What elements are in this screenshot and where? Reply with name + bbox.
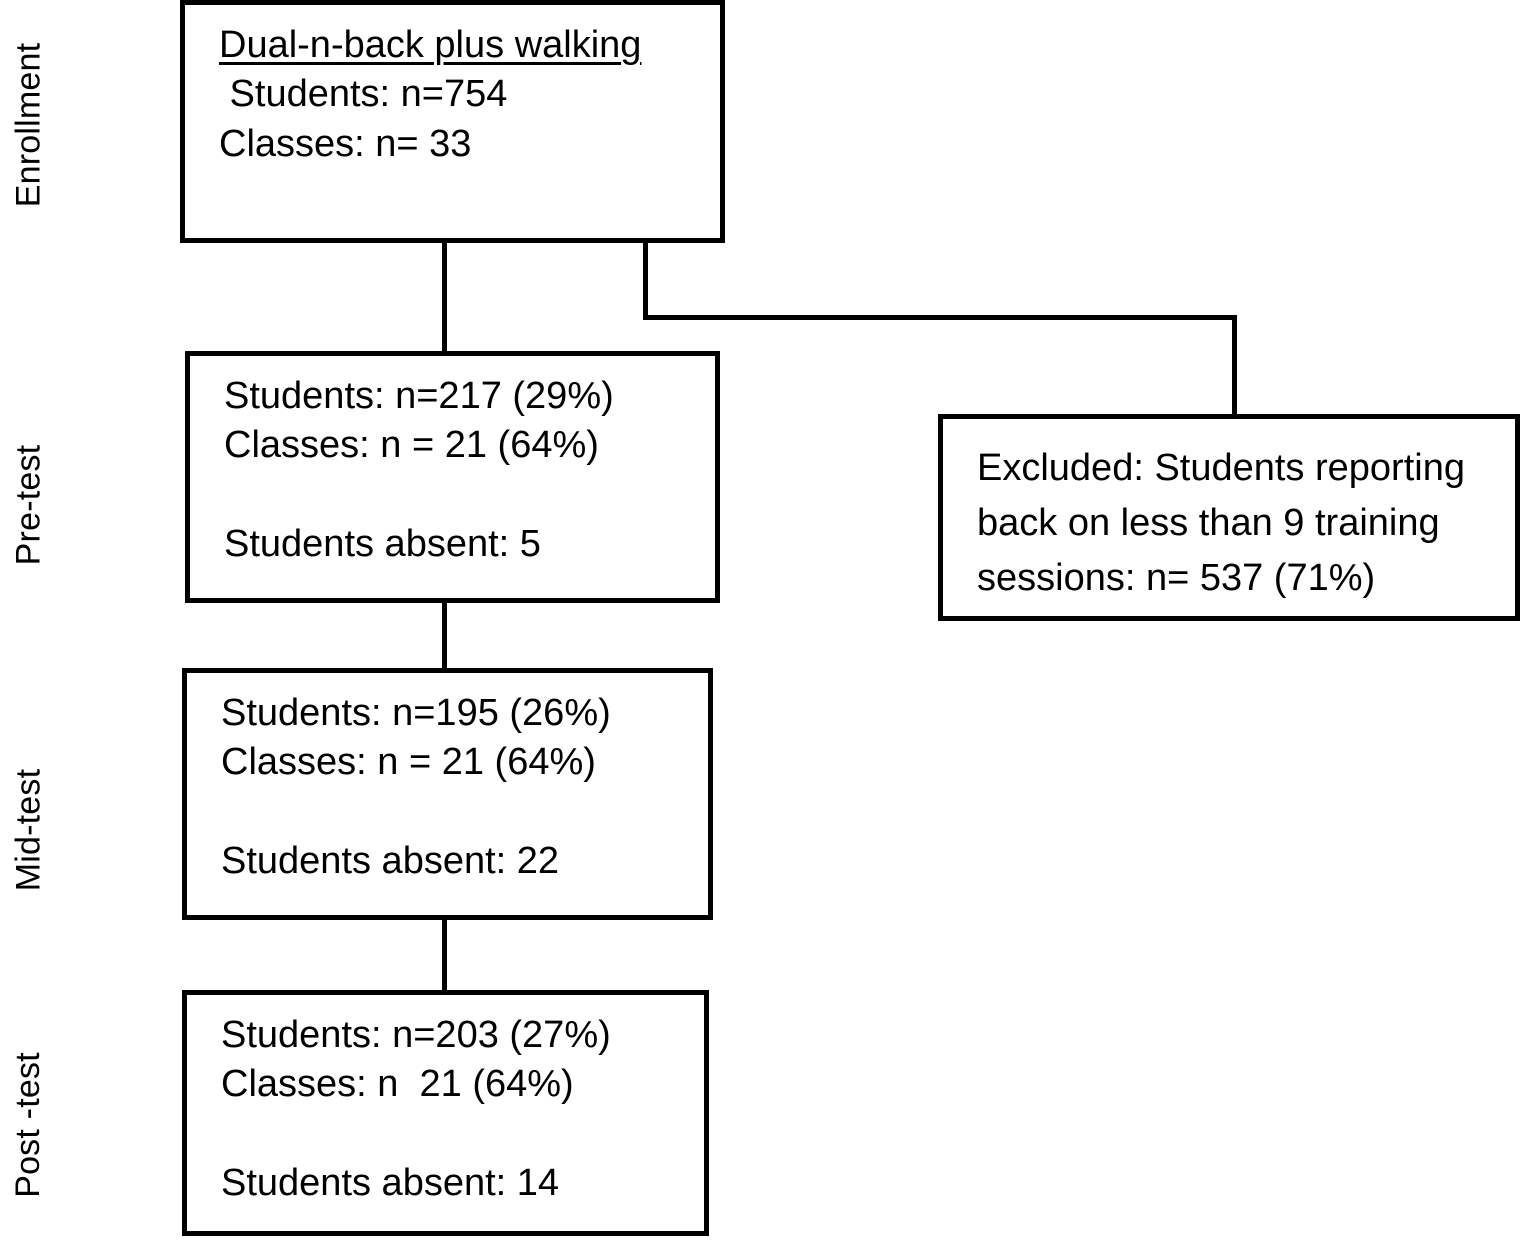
box-midtest-absent: Students absent: 22 bbox=[221, 840, 560, 883]
box-posttest-classes: Classes: n 21 (64%) bbox=[221, 1063, 574, 1106]
box-excluded: Excluded: Students reporting back on les… bbox=[938, 414, 1520, 621]
stage-label-enrollment: Enrollment bbox=[0, 0, 56, 250]
box-enrollment-students: Students: n=754 bbox=[219, 73, 508, 116]
stage-label-post-test: Post -test bbox=[0, 1000, 56, 1241]
box-midtest-body: Students: n=195 (26%) Classes: n = 21 (6… bbox=[187, 673, 708, 887]
box-midtest-students: Students: n=195 (26%) bbox=[221, 692, 611, 734]
connector-enrollment-to-excluded-segment-1 bbox=[643, 240, 648, 320]
connector-enrollment-to-pretest bbox=[442, 240, 447, 353]
connector-pretest-to-midtest bbox=[442, 600, 447, 671]
stage-label-post-test-text: Post -test bbox=[9, 1052, 48, 1198]
box-posttest-body: Students: n=203 (27%) Classes: n 21 (64%… bbox=[187, 995, 704, 1209]
box-enrollment: Dual-n-back plus walking Students: n=754… bbox=[180, 0, 725, 243]
box-pretest-classes: Classes: n = 21 (64%) bbox=[224, 424, 599, 467]
box-pretest-students: Students: n=217 (29%) bbox=[224, 375, 614, 417]
box-posttest: Students: n=203 (27%) Classes: n 21 (64%… bbox=[182, 990, 709, 1236]
connector-enrollment-to-excluded-segment-3 bbox=[1232, 315, 1237, 417]
box-excluded-body: Excluded: Students reporting back on les… bbox=[943, 419, 1515, 606]
stage-label-enrollment-text: Enrollment bbox=[9, 42, 48, 208]
box-enrollment-title: Dual-n-back plus walking bbox=[219, 24, 642, 66]
box-pretest-absent: Students absent: 5 bbox=[224, 523, 541, 566]
box-enrollment-body: Dual-n-back plus walking Students: n=754… bbox=[185, 5, 720, 169]
box-excluded-line-1: Excluded: Students reporting bbox=[977, 447, 1465, 489]
box-excluded-line-2: back on less than 9 training bbox=[977, 502, 1440, 545]
box-midtest-classes: Classes: n = 21 (64%) bbox=[221, 741, 596, 784]
box-posttest-students: Students: n=203 (27%) bbox=[221, 1014, 611, 1056]
box-enrollment-classes: Classes: n= 33 bbox=[219, 122, 472, 165]
stage-label-pre-test: Pre-test bbox=[0, 355, 56, 655]
stage-label-mid-test-text: Mid-test bbox=[9, 768, 48, 892]
stage-label-mid-test: Mid-test bbox=[0, 690, 56, 970]
box-pretest: Students: n=217 (29%) Classes: n = 21 (6… bbox=[185, 351, 720, 603]
box-excluded-line-3: sessions: n= 537 (71%) bbox=[977, 557, 1376, 600]
connector-enrollment-to-excluded-segment-2 bbox=[643, 315, 1237, 320]
box-posttest-absent: Students absent: 14 bbox=[221, 1162, 560, 1205]
box-pretest-body: Students: n=217 (29%) Classes: n = 21 (6… bbox=[190, 356, 715, 570]
box-midtest: Students: n=195 (26%) Classes: n = 21 (6… bbox=[182, 668, 713, 920]
stage-label-pre-test-text: Pre-test bbox=[9, 444, 48, 566]
connector-midtest-to-posttest bbox=[442, 917, 447, 993]
